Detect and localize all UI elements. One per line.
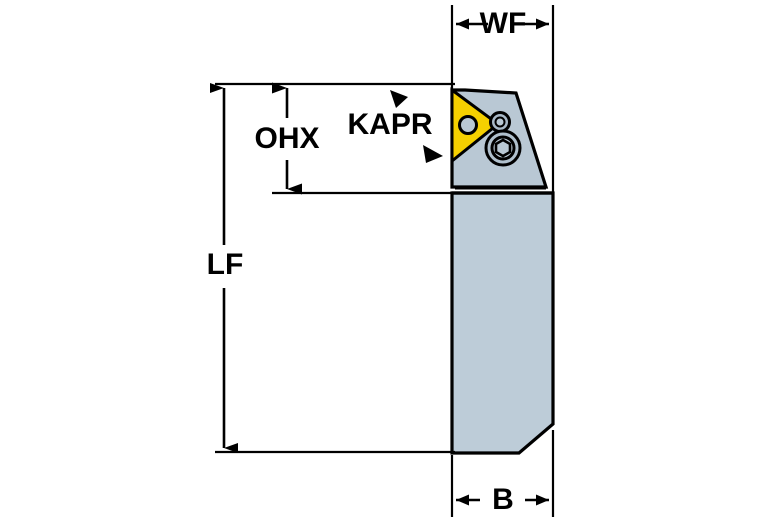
lf-label: LF [207,248,244,281]
tool-shank [450,191,555,455]
wf-label: WF [480,7,527,40]
b-label: B [492,483,514,516]
kapr-leader-arrow-top [390,90,408,108]
ohx-label: OHX [254,122,319,155]
kapr-leader-arrow-bottom [423,145,443,163]
clamp-screw-hex-socket [494,138,512,158]
kapr-label: KAPR [347,108,432,141]
insert-center-hole [458,115,478,135]
shim-pin-inner [494,116,506,128]
